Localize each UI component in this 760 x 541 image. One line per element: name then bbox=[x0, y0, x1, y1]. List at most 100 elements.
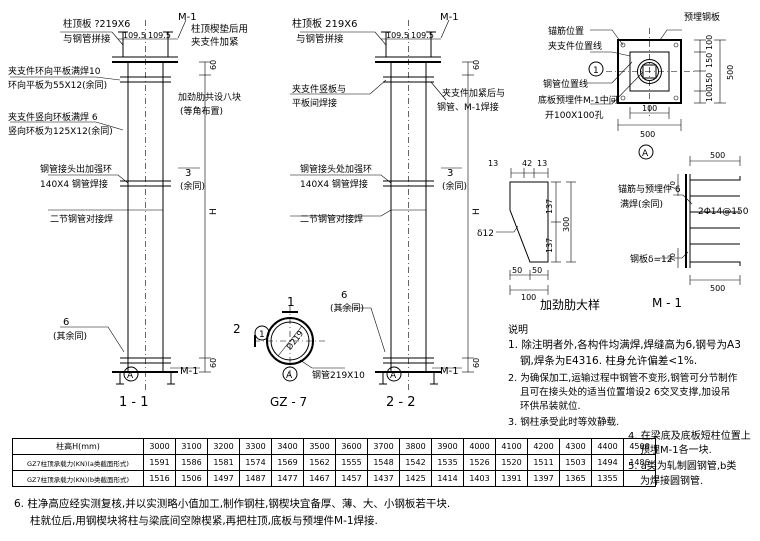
note-5a: 5. a类为轧制圆钢管,b类 bbox=[628, 461, 737, 472]
s1-rib-note-2: (等角布置) bbox=[180, 105, 223, 117]
note-3: 3. 钢柱承受此时等效静载. bbox=[508, 417, 620, 428]
plan-d100a: 100 bbox=[705, 35, 714, 50]
table-cell: 1365 bbox=[559, 470, 592, 487]
m1-d500-bot: 500 bbox=[710, 284, 725, 293]
gz7-section bbox=[254, 305, 345, 382]
s1-ring-note-1: 夹支件环向平板满焊10 bbox=[8, 65, 101, 77]
table-cell: 1586 bbox=[175, 454, 208, 471]
s2-joint-note-2: 140X4 钢管焊接 bbox=[300, 178, 368, 190]
table-row: GZ7柱顶承载力(KN)(a类截面形式) 1591 1586 1581 1574… bbox=[12, 454, 656, 471]
s2-m1: M-1 bbox=[440, 12, 459, 23]
plan-circle: 1 bbox=[593, 66, 599, 76]
gz7-pipe: 钢管219X10 bbox=[312, 369, 365, 381]
s1-three: 3 bbox=[185, 168, 191, 179]
s1-dim-b: 109.5 bbox=[148, 31, 171, 40]
s2-dim-60-top: 60 bbox=[472, 60, 481, 70]
gz7-circle: 1 bbox=[259, 330, 265, 340]
table-cell: 1457 bbox=[335, 470, 368, 487]
section-2-2 bbox=[290, 19, 474, 390]
note-4a: 4. 在梁底及底板短柱位置上 bbox=[628, 431, 751, 442]
table-cell bbox=[623, 470, 656, 487]
plan-d150a: 150 bbox=[705, 53, 714, 68]
table-cell: 1397 bbox=[527, 470, 560, 487]
plan-anchor-pos: 锚筋位置 bbox=[548, 25, 584, 37]
rib-detail bbox=[496, 168, 576, 295]
s2-title: 2 - 2 bbox=[386, 395, 416, 410]
m1-d70a: 70 bbox=[669, 181, 677, 190]
s2-same-label: (余同) bbox=[442, 180, 467, 192]
note-5b: 为焊接圆钢管. bbox=[640, 476, 704, 487]
s1-seam-note: 二节钢管对接焊 bbox=[50, 213, 113, 225]
gz7-one: 1 bbox=[287, 295, 295, 309]
s1-axis: A bbox=[127, 371, 134, 381]
row-a-label: GZ7柱顶承载力(KN)(a类截面形式) bbox=[12, 454, 144, 471]
s2-right-note-2: 钢管、M-1焊接 bbox=[437, 101, 499, 113]
s2-top-plate: 柱顶板 219X6 bbox=[292, 17, 357, 30]
table-cell: 1437 bbox=[367, 470, 400, 487]
plan-base-note-1: 底板预埋件M-1中间 bbox=[538, 94, 618, 106]
s1-vert-note-1: 夹支件竖向环板满焊 6 bbox=[8, 111, 98, 123]
rib-d300: 300 bbox=[562, 217, 571, 232]
m1-d70b: 70 bbox=[669, 253, 677, 262]
bottom-note-6a: 6. 柱净高应经实测复核,并以实测略小值加工,制作钢柱,钢楔块宜备厚、薄、大、小… bbox=[14, 498, 451, 510]
table-cell: 1403 bbox=[463, 470, 496, 487]
axis-marker bbox=[123, 366, 139, 382]
plan-embed: 预埋钢板 bbox=[684, 11, 720, 23]
table-cell: 1562 bbox=[303, 454, 336, 471]
table-cell: 3200 bbox=[207, 438, 240, 455]
m1-d500-top: 500 bbox=[710, 151, 725, 160]
notes-heading: 说明 bbox=[508, 325, 528, 336]
table-cell: 1487 bbox=[239, 470, 272, 487]
s2-six-same: (其余同) bbox=[330, 302, 364, 314]
s2-three: 3 bbox=[447, 168, 453, 179]
gz7-title: GZ - 7 bbox=[270, 395, 307, 409]
table-cell: 3900 bbox=[431, 438, 464, 455]
table-cell: 4400 bbox=[591, 438, 624, 455]
s1-title: 1 - 1 bbox=[119, 395, 149, 410]
s1-clamp-note-1: 柱顶楔垫后用 bbox=[191, 23, 248, 35]
base-plan bbox=[585, 28, 726, 160]
rib-d50b: 50 bbox=[532, 266, 542, 275]
table-row: GZ7柱顶承载力(KN)(b类截面形式) 1516 1506 1497 1487… bbox=[12, 470, 656, 487]
table-cell: 1391 bbox=[495, 470, 528, 487]
s2-right-note-1: 夹支件加紧后与 bbox=[442, 87, 505, 99]
note-2c: 环供吊装就位. bbox=[520, 401, 581, 412]
bottom-note-6b: 柱就位后,用钢楔块将柱与梁底间空隙楔紧,再把柱顶,底板与预埋件M-1焊接. bbox=[30, 515, 378, 527]
table-cell: 1516 bbox=[143, 470, 176, 487]
table-cell: 4500 bbox=[623, 438, 656, 455]
table-cell: 3800 bbox=[399, 438, 432, 455]
table-cell: 1511 bbox=[527, 454, 560, 471]
table-cell: 3400 bbox=[271, 438, 304, 455]
plan-d500v: 500 bbox=[726, 65, 735, 80]
table-cell: 1497 bbox=[207, 470, 240, 487]
rib-d137a: 137 bbox=[545, 199, 554, 214]
gz7-two: 2 bbox=[233, 322, 241, 336]
table-cell: 3500 bbox=[303, 438, 336, 455]
note-1b: 钢,焊条为E4316. 柱身允许偏差<1%. bbox=[520, 355, 698, 367]
rib-d13: 13 bbox=[488, 159, 498, 168]
plan-clamp-pos: 夹支件位置线 bbox=[548, 40, 602, 52]
table-cell: 1506 bbox=[175, 470, 208, 487]
note-1a: 1. 除注明者外,各构件均满焊,焊缝高为6,钢号为A3 bbox=[508, 339, 741, 351]
table-cell: 1535 bbox=[431, 454, 464, 471]
axis-marker bbox=[386, 366, 402, 382]
gz7-dia: D219 bbox=[285, 329, 305, 351]
m1-title: M - 1 bbox=[652, 296, 682, 310]
plan-d100c: 100 bbox=[642, 104, 657, 113]
s1-joint-note-1: 钢管接头出加强环 bbox=[40, 163, 112, 175]
table-cell: 4200 bbox=[527, 438, 560, 455]
table-cell: 3000 bbox=[143, 438, 176, 455]
section-1-1 bbox=[10, 19, 211, 390]
load-table: 柱高H(mm) 3000 3100 3200 3300 3400 3500 36… bbox=[12, 438, 656, 487]
s1-m1-bottom: M-1 bbox=[180, 366, 199, 377]
plan-axis: A bbox=[642, 149, 649, 159]
gz7-axis: A bbox=[286, 371, 293, 381]
s1-dim-60-bot: 60 bbox=[209, 358, 218, 368]
plan-d100b: 100 bbox=[705, 87, 714, 102]
m1-detail bbox=[660, 156, 741, 285]
m1-bars: 2Φ14@150 bbox=[698, 207, 749, 217]
s2-axis: A bbox=[390, 371, 397, 381]
s1-dim-H: H bbox=[209, 208, 219, 215]
